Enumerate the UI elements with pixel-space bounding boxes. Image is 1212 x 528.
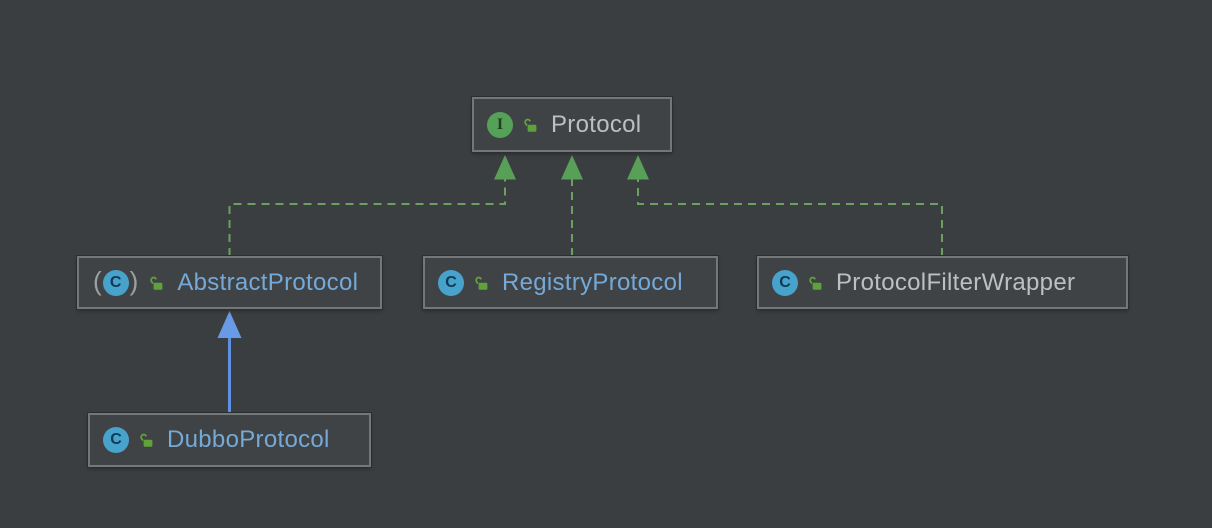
implements-arrowhead — [561, 155, 583, 180]
edge-implements-registryprotocol-to-protocol[interactable] — [561, 155, 583, 256]
unlocked-icon — [140, 433, 153, 447]
interface-icon-letter: I — [496, 115, 504, 133]
class-node-dubboprotocol[interactable]: C DubboProtocol — [88, 413, 371, 467]
abstract-class-icon: ( C ) — [92, 265, 139, 296]
implements-arrowhead — [627, 155, 649, 180]
implements-arrowhead — [494, 155, 516, 180]
class-icon: C — [772, 269, 798, 296]
node-label: ProtocolFilterWrapper — [836, 268, 1076, 296]
class-node-abstractprotocol[interactable]: ( C ) AbstractProtocol — [77, 256, 382, 309]
class-node-protocol[interactable]: I Protocol — [472, 97, 672, 152]
node-label: DubboProtocol — [167, 426, 330, 453]
edge-extends-dubboprotocol-to-abstractprotocol[interactable] — [217, 311, 242, 413]
class-icon-letter: C — [109, 273, 122, 291]
edge-implements-abstractprotocol-to-protocol[interactable] — [228, 155, 517, 256]
node-label: RegistryProtocol — [502, 268, 683, 296]
interface-icon: I — [487, 111, 513, 138]
class-icon-letter: C — [445, 273, 457, 291]
class-icon: C — [438, 269, 464, 296]
abstract-paren-open: ( — [93, 265, 102, 296]
unlocked-icon — [475, 276, 488, 290]
edge-implements-protocolfilterwrapper-to-protocol[interactable] — [627, 155, 943, 256]
unlocked-icon — [809, 276, 822, 290]
node-label: Protocol — [551, 110, 642, 138]
class-icon: C — [103, 427, 129, 453]
class-node-registryprotocol[interactable]: C RegistryProtocol — [423, 256, 718, 309]
class-icon-letter: C — [110, 431, 122, 448]
class-icon: C — [102, 269, 129, 296]
extends-arrowhead — [217, 311, 242, 338]
abstract-paren-close: ) — [129, 265, 139, 296]
class-icon-letter: C — [779, 273, 791, 291]
class-node-protocolfilterwrapper[interactable]: C ProtocolFilterWrapper — [757, 256, 1128, 309]
unlocked-icon — [524, 118, 537, 132]
node-label: AbstractProtocol — [177, 268, 359, 296]
unlocked-icon — [150, 276, 163, 290]
